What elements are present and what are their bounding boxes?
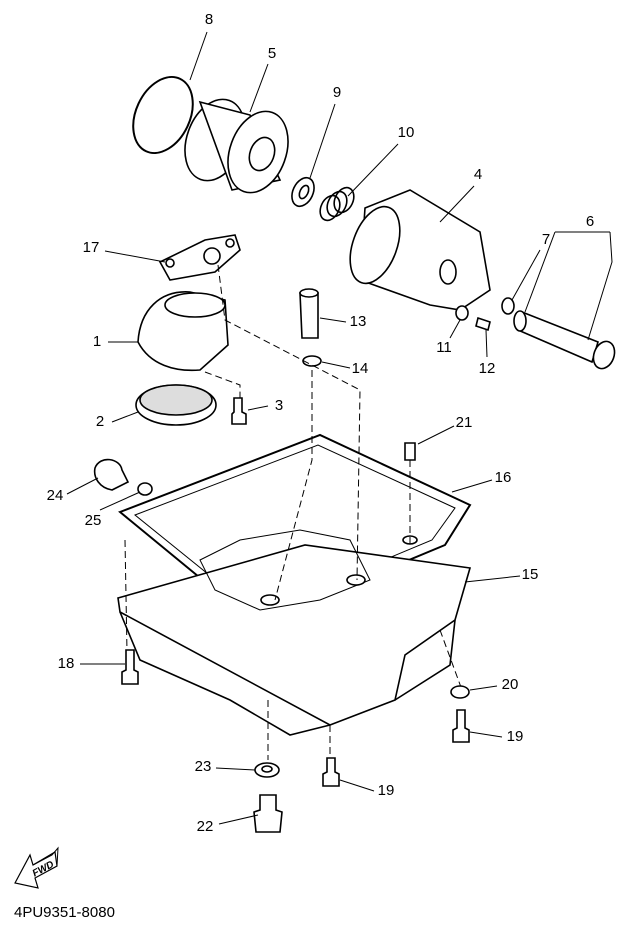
leader-line: [319, 317, 347, 323]
leader-line: [449, 319, 461, 339]
part-label: 1: [93, 333, 101, 350]
o-ring-14: [302, 355, 322, 367]
fwd-label: FWD: [31, 859, 56, 879]
oil-filter-5: [184, 98, 289, 194]
part-label: 3: [275, 397, 283, 414]
leader-line: [111, 411, 139, 423]
bracket-line: [587, 231, 613, 341]
leader-line: [339, 779, 375, 792]
leader-line: [464, 575, 521, 583]
leader-line: [247, 405, 269, 411]
part-label: 10: [398, 124, 415, 141]
leader-line: [99, 491, 141, 511]
part-label: 20: [502, 676, 519, 693]
o-ring-25: [137, 482, 153, 496]
leader-line: [189, 31, 208, 81]
leader-line: [321, 361, 351, 369]
part-label: 9: [333, 84, 341, 101]
leader-line: [218, 814, 259, 825]
leader-line: [469, 731, 503, 738]
washer-11: [455, 305, 469, 321]
part-label: 5: [268, 45, 276, 62]
pipe-13: [299, 292, 319, 339]
leader-line: [309, 103, 336, 179]
gasket-17: [158, 234, 241, 281]
part-label: 8: [205, 11, 213, 28]
leader-line: [485, 329, 488, 358]
bracket-line: [524, 231, 556, 313]
dowel-21: [404, 442, 416, 461]
oil-pan-15: [117, 529, 472, 736]
leader-line: [417, 425, 455, 445]
spring-10: [319, 186, 355, 222]
part-label: 18: [58, 655, 75, 672]
bolt-19a: [452, 709, 470, 743]
leader-line: [469, 685, 498, 691]
bolt-19b: [322, 757, 340, 787]
part-label: 4: [474, 166, 482, 183]
o-ring-8: [132, 75, 194, 155]
leader-line: [215, 767, 256, 771]
drain-bolt-22: [253, 794, 283, 833]
part-label: 11: [436, 339, 452, 356]
part-label: 24: [47, 487, 64, 504]
part-label: 2: [96, 413, 104, 430]
part-label: 12: [479, 360, 496, 377]
part-label: 17: [83, 239, 100, 256]
leader-line: [249, 63, 269, 113]
part-label: 6: [586, 213, 594, 230]
part-label: 19: [507, 728, 524, 745]
forward-arrow-icon: FWD: [14, 846, 59, 889]
part-label: 22: [197, 818, 214, 835]
part-label: 19: [378, 782, 395, 799]
leader-line: [347, 143, 399, 197]
part-label: 7: [542, 231, 550, 248]
part-label: 16: [495, 469, 512, 486]
part-label: 21: [456, 414, 473, 431]
bolt-18: [121, 649, 139, 685]
plug-24: [93, 458, 130, 491]
o-ring-7: [501, 297, 515, 315]
washer-20: [450, 685, 470, 699]
part-label: 14: [352, 360, 369, 377]
bolt-3: [231, 397, 247, 425]
parts-drawing: [93, 75, 616, 833]
part-label: 23: [195, 758, 212, 775]
screw-12: [475, 316, 491, 332]
union-bolt-6: [513, 310, 616, 370]
filter-cover-4: [349, 189, 491, 311]
leader-line: [511, 249, 541, 301]
leader-line: [439, 185, 475, 223]
part-label: 15: [522, 566, 539, 583]
leader-line: [66, 477, 99, 495]
part-label: 25: [85, 512, 102, 529]
leader-line: [104, 250, 166, 263]
leader-line: [451, 479, 493, 493]
diagram-code: 4PU9351-8080: [14, 904, 115, 921]
part-label: 13: [350, 313, 367, 330]
